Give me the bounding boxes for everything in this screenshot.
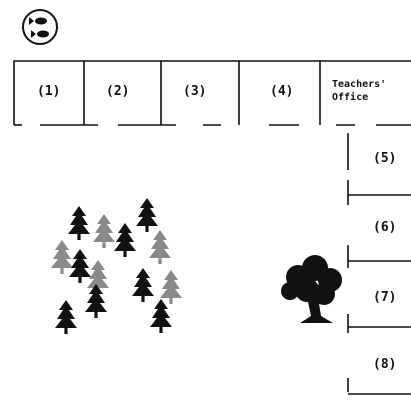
room-6-label: (6) xyxy=(373,220,397,235)
fish-pond-icon xyxy=(22,9,58,45)
tree-icon xyxy=(281,255,342,323)
room-7-label: (7) xyxy=(373,290,397,305)
side-building xyxy=(347,133,411,395)
room-5-label: (5) xyxy=(373,151,397,166)
room-2-label: (2) xyxy=(106,84,130,99)
room-4-label: (4) xyxy=(270,84,294,99)
forest-icon xyxy=(51,198,182,334)
room-3-label: (3) xyxy=(183,84,207,99)
teachers-office-line1: Teachers' xyxy=(332,79,387,90)
teachers-office-line2: Office xyxy=(332,92,369,103)
room-1-label: (1) xyxy=(37,84,61,99)
room-8-label: (8) xyxy=(373,357,397,372)
top-building xyxy=(13,60,411,126)
teachers-office-label: Teachers' Office xyxy=(332,78,386,104)
